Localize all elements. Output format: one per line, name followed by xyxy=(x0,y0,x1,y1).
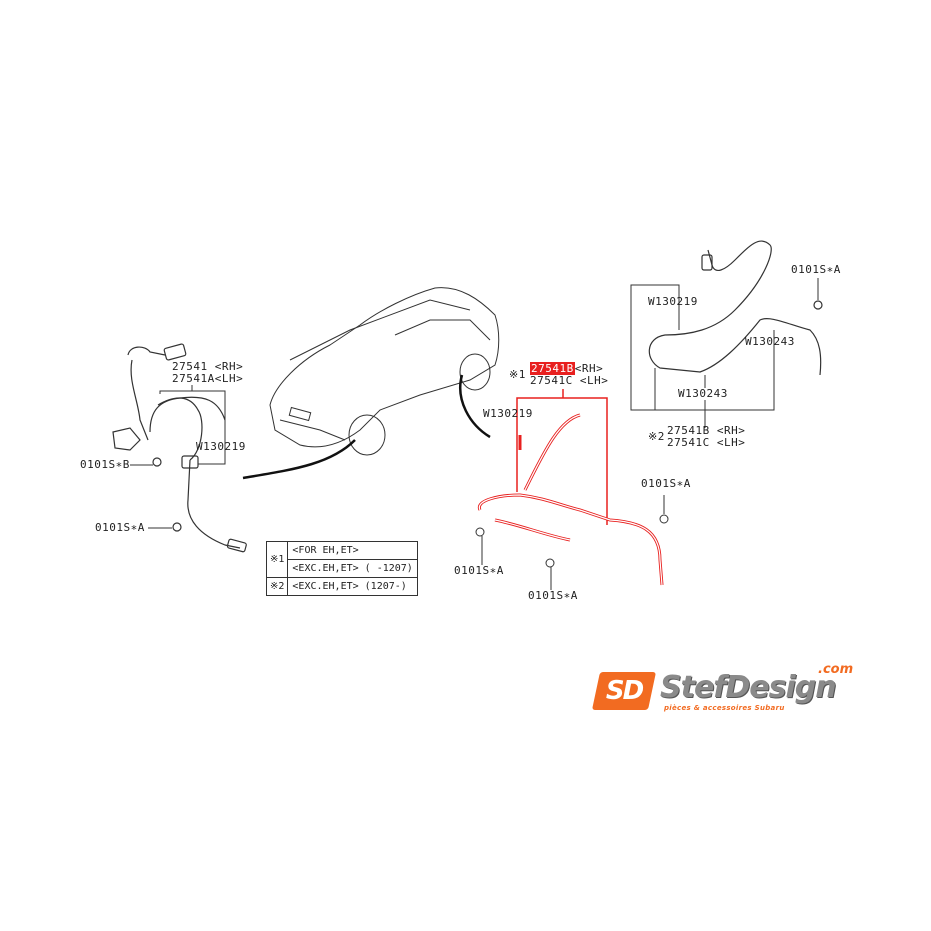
right-note-label: ※2 xyxy=(648,430,665,443)
right-clip-2-label: W130243 xyxy=(745,335,795,348)
center-sensor-harness xyxy=(477,413,664,586)
logo-name: StefDesign xyxy=(660,670,837,705)
legend-row: ※1 <FOR EH,ET> xyxy=(265,541,418,578)
car-outline xyxy=(269,287,500,456)
center-bolt-left-label: 0101S∗A xyxy=(454,564,504,577)
center-bolt-bottom-label: 0101S∗A xyxy=(528,589,578,602)
legend-row: ※2 <EXC.EH,ET> (1207-) xyxy=(265,577,418,596)
stefdesign-logo[interactable]: SD StefDesign .com pièces & accessoires … xyxy=(591,662,861,716)
right-bolt-label: 0101S∗A xyxy=(791,263,841,276)
applicability-legend: ※1 <FOR EH,ET> <EXC.EH,ET> ( -1207) ※2 <… xyxy=(265,541,418,596)
logo-domain: .com xyxy=(818,662,854,677)
center-leader-lines xyxy=(516,389,608,525)
legend-row: <EXC.EH,ET> ( -1207) xyxy=(267,559,418,578)
right-sensor-harness xyxy=(648,240,823,376)
center-clip-label: W130219 xyxy=(483,407,533,420)
center-sensor-harness-inner xyxy=(478,414,663,586)
right-leader-lines xyxy=(630,278,819,428)
center-part-lh-label: 27541C <LH> xyxy=(530,374,609,387)
left-bolt-b-label: 0101S∗B xyxy=(80,458,130,471)
logo-tagline: pièces & accessoires Subaru xyxy=(664,704,785,712)
center-note-label: ※1 xyxy=(509,368,526,381)
legend-value: <EXC.EH,ET> (1207-) xyxy=(287,577,418,596)
left-bolt-a-label: 0101S∗A xyxy=(95,521,145,534)
left-clip-label: W130219 xyxy=(196,440,246,453)
legend-value: <EXC.EH,ET> ( -1207) xyxy=(287,559,418,578)
logo-badge-icon: SD xyxy=(591,672,657,710)
left-leader-lines xyxy=(130,385,226,529)
left-part-rh-label: 27541 <RH> xyxy=(172,360,244,373)
legend-value: <FOR EH,ET> xyxy=(287,541,418,560)
left-part-lh-label: 27541A<LH> xyxy=(172,372,244,385)
car-callout-arrows xyxy=(242,374,491,480)
legend-key: ※1 xyxy=(265,541,289,578)
legend-key: ※2 xyxy=(265,577,289,596)
right-clip-1-label: W130219 xyxy=(648,295,698,308)
center-part-rh-label: 27541B<RH> xyxy=(530,362,604,375)
center-bolt-top-label: 0101S∗A xyxy=(641,477,691,490)
left-sensor-harness xyxy=(112,343,247,553)
right-clip-3-label: W130243 xyxy=(678,387,728,400)
right-part-rh-label: 27541B <RH> xyxy=(667,424,746,437)
highlighted-part-number[interactable]: 27541B xyxy=(530,362,575,375)
right-part-lh-label: 27541C <LH> xyxy=(667,436,746,449)
